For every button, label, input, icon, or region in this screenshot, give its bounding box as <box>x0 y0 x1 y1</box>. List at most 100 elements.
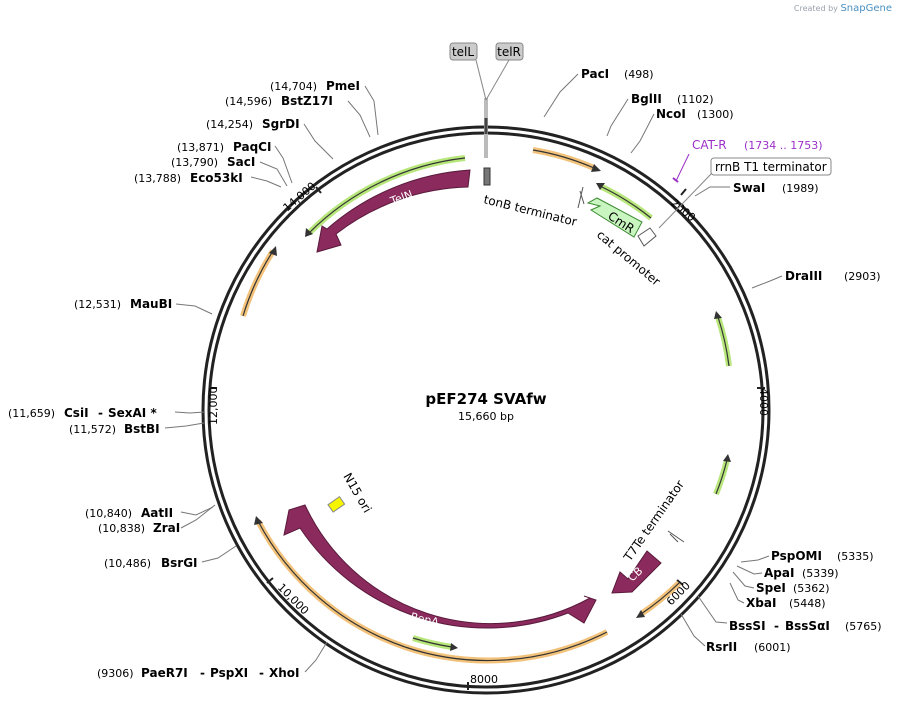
repa-feature-arrow <box>283 504 597 629</box>
tel-left-label: telL <box>452 45 474 59</box>
enzyme-alias: SexAI * <box>108 406 157 420</box>
orf-left-highlight <box>240 249 276 317</box>
enzyme-name: BsrGI <box>161 556 198 570</box>
enzyme-position: (14,704) <box>270 80 317 93</box>
snapgene-credit: Created by SnapGene <box>794 3 892 14</box>
enzyme-position: (5335) <box>837 550 874 563</box>
enzyme-position: (11,572) <box>69 423 116 436</box>
primer-name: CAT-R <box>692 138 727 152</box>
orf-top-line <box>532 149 595 169</box>
enzyme-position: (1102) <box>677 93 714 106</box>
enzyme-position: (2903) <box>844 270 881 283</box>
tick-label-12000: 12,000 <box>207 387 220 426</box>
n15-ori-label: N15 ori <box>340 471 374 516</box>
enzyme-position: (10,838) <box>98 522 145 535</box>
orf-teln-line <box>308 157 466 234</box>
orf-top-arrowhead <box>591 164 601 172</box>
tel-right-tag <box>495 42 524 61</box>
enzyme-separator: - <box>774 619 779 633</box>
enzyme-name: SgrDI <box>262 117 300 131</box>
primer-leader <box>675 153 690 182</box>
enzyme-position: (6001) <box>754 641 791 654</box>
enzyme-name: PspOMI <box>771 549 822 563</box>
enzyme-position: (13,871) <box>177 141 224 154</box>
tonb-terminator-marker <box>483 167 491 186</box>
enzyme-name: AatII <box>141 506 173 520</box>
enzyme-name: ApaI <box>764 566 794 580</box>
orf-bottom-line <box>404 631 608 662</box>
enzyme-name: PaeR7I <box>141 666 188 680</box>
enzyme-name: SwaI <box>733 181 765 195</box>
n15-ori-marker <box>327 496 346 513</box>
enzyme-name: SpeI <box>756 581 786 595</box>
orf-lowerleft-line <box>257 520 406 648</box>
enzyme-name: MauBI <box>130 297 172 311</box>
enzyme-name: CsiI <box>64 406 89 420</box>
primer-marker <box>672 177 679 183</box>
cat-promoter-marker <box>637 227 657 247</box>
enzyme-position: (5339) <box>802 567 839 580</box>
enzyme-position: (11,659) <box>8 407 55 420</box>
orf-teln-arrowhead <box>305 228 313 237</box>
enzyme-separator: - <box>98 406 103 420</box>
enzyme-position: (5362) <box>793 582 830 595</box>
orf-lowerleft-arrowhead <box>254 516 263 525</box>
enzyme-name: PmeI <box>326 79 360 93</box>
orf-right2-arrowhead <box>723 454 731 462</box>
enzyme-position: (1989) <box>782 182 819 195</box>
enzyme-position: (14,596) <box>225 95 272 108</box>
enzyme-name: Eco53kI <box>190 171 243 185</box>
orf-arrows <box>240 147 732 664</box>
t7te-terminator-marker <box>667 530 685 543</box>
orf-right1-arrowhead <box>714 311 722 319</box>
orf-left-line <box>242 250 274 317</box>
enzyme-name: PacI <box>581 67 609 81</box>
enzyme-position: (5448) <box>789 597 826 610</box>
enzyme-position: (12,531) <box>74 298 121 311</box>
orf-right1-highlight <box>715 316 732 367</box>
tel-right-leader <box>485 59 510 101</box>
enzyme-position: (9306) <box>97 667 134 680</box>
enzyme-position: (5765) <box>845 620 882 633</box>
orf-cmr-arrowhead <box>596 183 605 190</box>
cb-feature-arrow <box>611 550 662 594</box>
tick-label-4000: 4000 <box>757 388 770 416</box>
enzyme-name: SacI <box>227 155 255 169</box>
tel-left-tag <box>449 42 478 61</box>
enzyme-leader-lines <box>164 73 783 673</box>
enzyme-name: DraIII <box>785 269 822 283</box>
tick-marks <box>209 186 765 690</box>
enzyme-name: RsrII <box>706 640 737 654</box>
tel-right-label: telR <box>497 45 521 59</box>
enzyme-position: (13,790) <box>171 156 218 169</box>
enzyme-alias: PspXI <box>210 666 248 680</box>
plasmid-length: 15,660 bp <box>458 410 514 423</box>
primer-range: (1734 .. 1753) <box>744 139 823 152</box>
enzyme-name: BstBI <box>124 422 160 436</box>
enzyme-separator: - <box>200 666 205 680</box>
repa-label: RepA <box>409 610 440 629</box>
small-terminator-marker <box>577 186 585 209</box>
enzyme-position: (498) <box>624 68 654 81</box>
enzyme-position: (13,788) <box>134 172 181 185</box>
orf-small-bottom-arrowhead <box>450 643 458 651</box>
enzyme-position: (10,840) <box>85 507 132 520</box>
enzyme-name: ZraI <box>153 521 180 535</box>
enzyme-name: PaqCI <box>233 140 271 154</box>
snapgene-logo-text: SnapGene <box>840 3 892 14</box>
t7te-terminator-label: T7Te terminator <box>620 478 687 565</box>
tel-left-leader <box>475 59 487 101</box>
enzyme-name: BstZ17I <box>281 94 333 108</box>
tonb-terminator-label: tonB terminator <box>482 192 578 229</box>
enzyme-name: BssSI <box>729 619 766 633</box>
orf-right3-arrowhead <box>636 610 645 618</box>
teln-feature-arrow <box>316 169 471 253</box>
credit-prefix: Created by <box>793 4 838 13</box>
enzyme-name: NcoI <box>656 107 686 121</box>
enzyme-name: BglII <box>631 92 662 106</box>
enzyme-position: (10,486) <box>104 557 151 570</box>
cmr-feature-arrow <box>586 197 643 238</box>
orf-left-arrowhead <box>269 246 277 256</box>
rrnb-terminator-box <box>710 157 832 176</box>
